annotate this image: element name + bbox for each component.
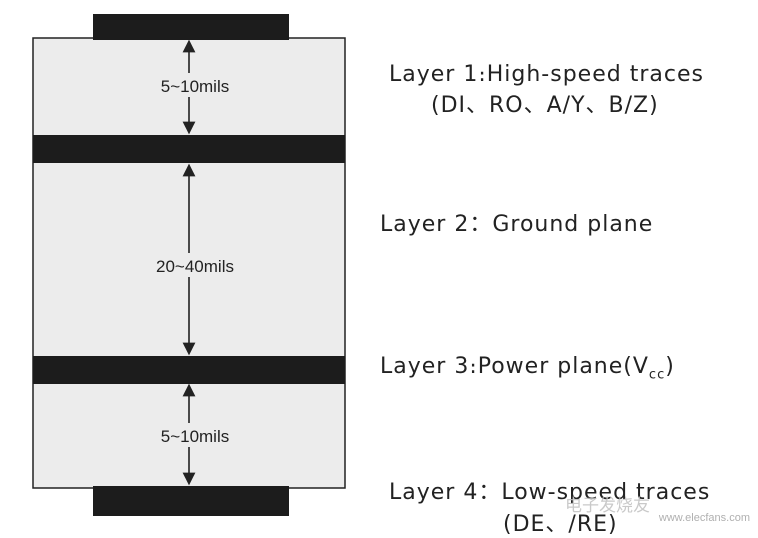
copper-layer-1 xyxy=(93,14,289,40)
layer-3-title: Layer 3։Power plane(V xyxy=(380,354,649,379)
layer-4-label: Layer 4：Low-speed traces (DE、/RE) xyxy=(389,474,710,538)
layer-3-tail: ) xyxy=(665,354,675,379)
layer-1-signals: (DI、RO、A/Y、B/Z) xyxy=(431,93,659,118)
layer-1-label: Layer 1։High-speed traces (DI、RO、A/Y、B/Z… xyxy=(389,62,704,119)
layer-4-title: Layer 4：Low-speed traces xyxy=(389,480,711,505)
dimension-label-bottom: 5~10mils xyxy=(161,427,230,446)
copper-layer-2 xyxy=(33,135,345,163)
layer-1-title: Layer 1։High-speed traces xyxy=(389,62,704,87)
watermark-logo: 电子发烧友 xyxy=(565,496,650,515)
layer-3-label: Layer 3։Power plane(Vcc) xyxy=(380,354,675,382)
dimension-label-middle: 20~40mils xyxy=(156,257,234,276)
copper-layer-3 xyxy=(33,356,345,384)
copper-layer-4 xyxy=(93,486,289,516)
watermark-url: www.elecfans.com xyxy=(658,512,750,524)
layer-2-title: Layer 2：Ground plane xyxy=(380,212,654,237)
layer-2-label: Layer 2：Ground plane xyxy=(380,206,653,238)
dimension-label-top: 5~10mils xyxy=(161,77,230,96)
layer-3-subscript: cc xyxy=(648,367,666,383)
